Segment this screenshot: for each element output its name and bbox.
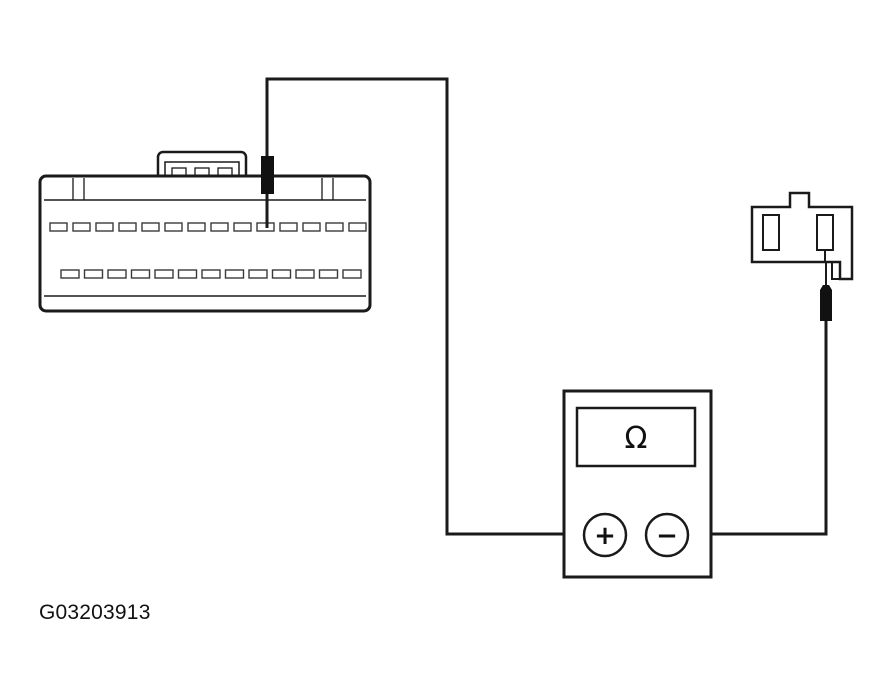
positive-terminal	[582, 512, 628, 558]
connector-pin	[348, 222, 367, 232]
two-pin-connector	[750, 191, 854, 281]
connector-pin	[95, 222, 114, 232]
connector-pin	[279, 222, 298, 232]
connector-pin	[177, 269, 198, 279]
connector-pin	[271, 269, 292, 279]
connector-pin	[118, 222, 137, 232]
connector-pin-row-lower	[60, 269, 362, 279]
ohmmeter: Ω + −	[562, 389, 713, 579]
connector-pin	[248, 269, 268, 279]
probe-tip-positive	[261, 156, 274, 194]
probe-tip-negative	[820, 285, 832, 321]
connector-pin	[210, 222, 229, 232]
ohm-symbol: Ω	[625, 421, 648, 456]
connector-pin	[83, 269, 104, 279]
connector-pin	[164, 222, 183, 232]
negative-terminal	[644, 512, 690, 558]
test-lead-negative	[688, 321, 828, 536]
connector-pin	[302, 222, 321, 232]
connector-pin	[49, 222, 68, 232]
connector-pin	[318, 269, 339, 279]
connector-pin	[141, 222, 160, 232]
connector-pin	[233, 222, 252, 232]
connector-pin	[154, 269, 174, 279]
connector-pin	[342, 269, 362, 279]
connector-pin-row-upper	[49, 222, 367, 232]
negative-terminal-label: −	[656, 521, 678, 551]
test-lead-positive	[265, 77, 584, 536]
multi-pin-connector	[38, 150, 372, 313]
connector-pin	[295, 269, 315, 279]
connector-pin	[130, 269, 151, 279]
connector-pin	[107, 269, 127, 279]
connector-pin	[187, 222, 206, 232]
connector-pin	[325, 222, 344, 232]
positive-terminal-label: +	[594, 521, 616, 551]
connector-pin	[201, 269, 221, 279]
connector-pin	[72, 222, 91, 232]
figure-id: G03203913	[39, 601, 151, 624]
connector-pin	[60, 269, 80, 279]
connector-pin	[224, 269, 245, 279]
meter-display	[575, 406, 697, 468]
